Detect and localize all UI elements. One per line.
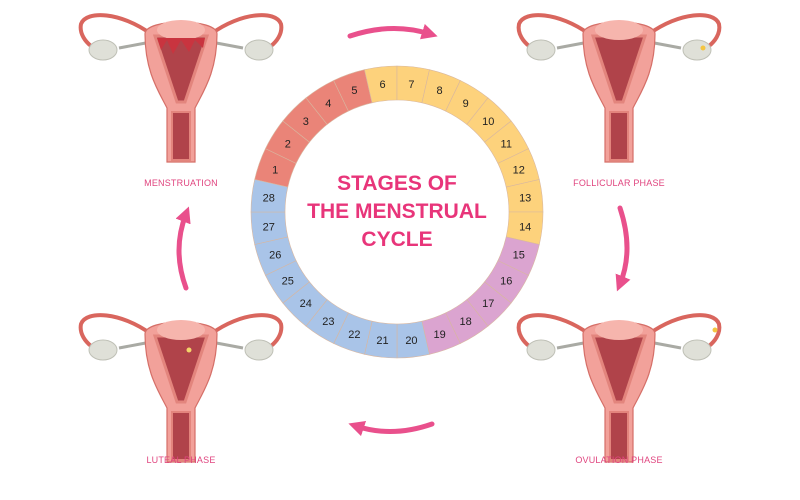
day-label-22: 22 (348, 329, 360, 341)
day-label-27: 27 (263, 221, 275, 233)
uterus-luteal-illustration (78, 313, 284, 463)
day-label-25: 25 (282, 276, 294, 288)
title-line-1: STAGES OF (337, 172, 457, 195)
uterus-ovulation-illustration (516, 313, 722, 463)
day-label-23: 23 (322, 316, 334, 328)
day-label-28: 28 (263, 193, 275, 205)
uterus-follicular-illustration (516, 13, 722, 163)
day-segment-28 (250, 179, 289, 213)
day-label-16: 16 (500, 276, 512, 288)
day-label-18: 18 (460, 316, 472, 328)
day-label-8: 8 (437, 85, 443, 97)
day-label-5: 5 (351, 85, 357, 97)
title-line-2: THE MENSTRUAL (307, 200, 487, 223)
label-follicular-phase: FOLLICULAR PHASE (573, 178, 665, 188)
label-luteal-phase: LUTEAL PHASE (146, 455, 216, 465)
day-label-20: 20 (405, 335, 417, 347)
day-label-15: 15 (513, 250, 525, 262)
day-label-21: 21 (376, 335, 388, 347)
arrow-right-icon (615, 205, 631, 292)
day-label-3: 3 (303, 116, 309, 128)
day-label-26: 26 (269, 250, 281, 262)
uterus-menstruation-illustration (78, 13, 284, 163)
day-label-14: 14 (519, 221, 531, 233)
day-label-2: 2 (285, 138, 291, 150)
day-label-24: 24 (300, 298, 312, 310)
day-label-10: 10 (482, 116, 494, 128)
day-label-19: 19 (433, 329, 445, 341)
day-label-9: 9 (463, 98, 469, 110)
day-label-17: 17 (482, 298, 494, 310)
title-line-3: CYCLE (361, 228, 433, 251)
diagram-title: STAGES OF THE MENSTRUAL CYCLE (307, 170, 487, 254)
day-label-7: 7 (408, 79, 414, 91)
day-label-1: 1 (272, 164, 278, 176)
day-label-11: 11 (501, 138, 512, 150)
day-label-4: 4 (325, 98, 331, 110)
arrow-bottom-icon (348, 420, 435, 437)
day-label-12: 12 (513, 164, 525, 176)
day-label-13: 13 (519, 193, 531, 205)
arrow-top-icon (347, 23, 438, 40)
label-menstruation: MENSTRUATION (144, 178, 218, 188)
day-label-6: 6 (379, 79, 385, 91)
arrow-left-icon (175, 206, 191, 291)
label-ovulation-phase: OVULATION PHASE (575, 455, 663, 465)
